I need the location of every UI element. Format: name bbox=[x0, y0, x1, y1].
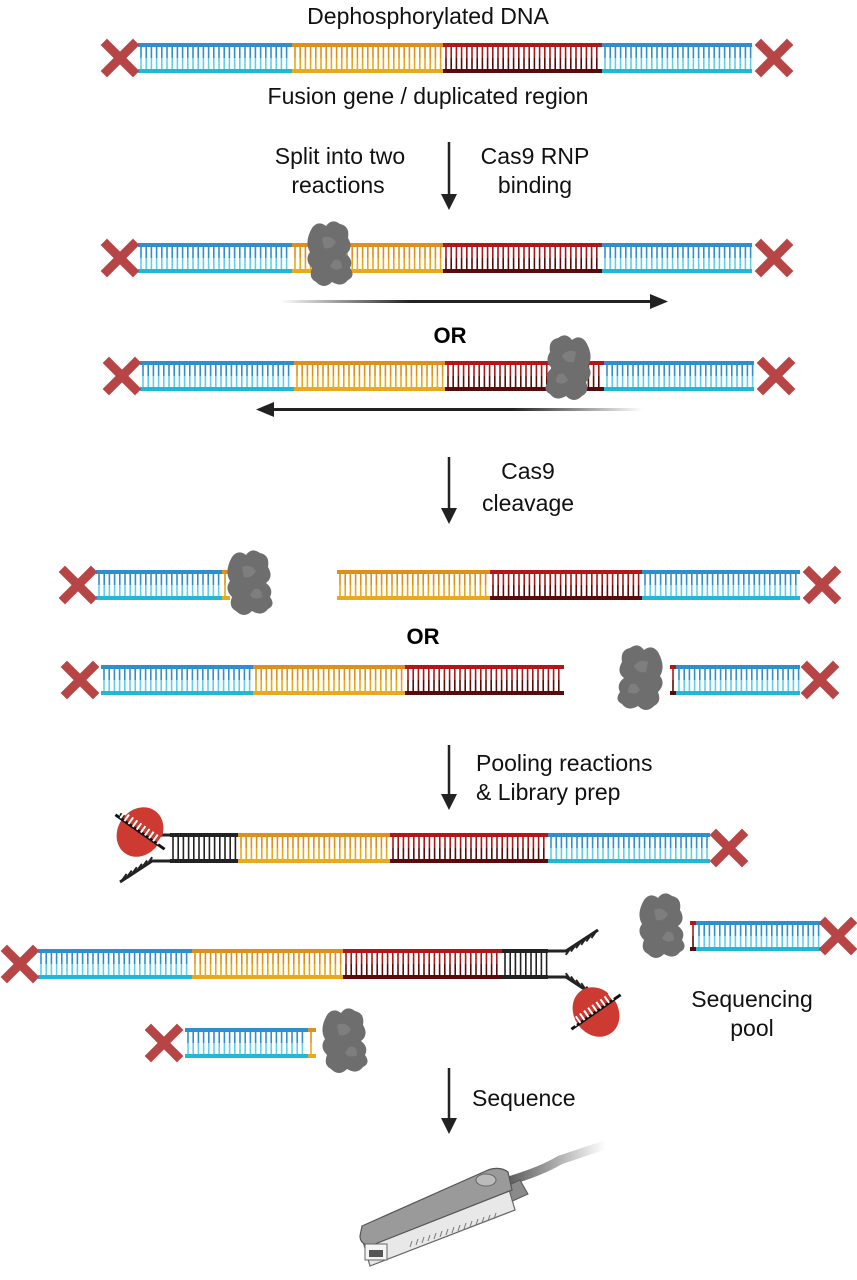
x-cross-icon bbox=[144, 1023, 184, 1063]
step2-line2: cleavage bbox=[482, 490, 574, 516]
dna-segment-red bbox=[390, 833, 548, 863]
step1-left-line1: Split into two bbox=[275, 143, 405, 169]
dna-segment-blue bbox=[548, 833, 710, 863]
motor-protein-icon bbox=[570, 987, 622, 1037]
down-arrow-step3 bbox=[441, 745, 457, 810]
step1-left-line2: reactions bbox=[291, 172, 384, 198]
dna-cleaved-a-left bbox=[96, 570, 230, 600]
x-cross-icon bbox=[709, 828, 749, 868]
dna-segment-orange bbox=[192, 949, 343, 979]
dna-segment-blue bbox=[101, 665, 253, 695]
dna-segment-orange bbox=[292, 43, 443, 73]
dna-segment-black bbox=[170, 833, 238, 863]
direction-arrow-left bbox=[256, 402, 642, 417]
dna-input bbox=[138, 43, 752, 73]
direction-arrow-right bbox=[280, 294, 668, 309]
step3-line1: Pooling reactions bbox=[476, 750, 652, 776]
dna-segment-blue bbox=[696, 921, 822, 951]
dna-segment-blue bbox=[140, 361, 294, 391]
dna-segment-blue bbox=[602, 43, 752, 73]
dna-segment-blue bbox=[138, 243, 292, 273]
dna-segment-red bbox=[445, 361, 604, 391]
motor-protein-icon bbox=[114, 807, 166, 857]
cas9-protein-icon bbox=[639, 893, 685, 958]
step1-right-line2: binding bbox=[498, 172, 572, 198]
step2-line1: Cas9 bbox=[501, 458, 555, 484]
dna-segment-orange bbox=[308, 1028, 316, 1058]
dna-segment-red bbox=[443, 43, 602, 73]
dna-segment-red bbox=[690, 921, 696, 951]
dna-segment-orange bbox=[294, 361, 445, 391]
dna-cleaved-b-left bbox=[101, 665, 564, 695]
dna-pool-fragment-1 bbox=[690, 921, 822, 951]
x-cross-icon bbox=[0, 944, 40, 984]
x-cross-icon bbox=[754, 238, 794, 278]
down-arrow-step2 bbox=[441, 457, 457, 524]
x-cross-icon bbox=[100, 238, 140, 278]
x-cross-icon bbox=[818, 916, 857, 956]
dna-segment-red bbox=[670, 665, 676, 695]
dna-pool-fragment-2 bbox=[185, 1028, 316, 1058]
icon-layer bbox=[0, 38, 857, 1073]
dna-cleaved-a-right bbox=[337, 570, 800, 600]
dna-segment-blue bbox=[676, 665, 800, 695]
dna-segment-orange bbox=[337, 570, 490, 600]
dna-segment-red bbox=[490, 570, 642, 600]
dna-segment-blue bbox=[138, 43, 292, 73]
x-cross-icon bbox=[100, 38, 140, 78]
subtitle-fusion-gene: Fusion gene / duplicated region bbox=[268, 83, 589, 109]
dna-reaction-b bbox=[140, 361, 754, 391]
sequencing-pool-line2: pool bbox=[730, 1015, 773, 1041]
sequencing-pool-line1: Sequencing bbox=[691, 986, 813, 1012]
or-label-2: OR bbox=[407, 624, 440, 649]
dna-segment-blue bbox=[642, 570, 800, 600]
title-dephosphorylated-dna: Dephosphorylated DNA bbox=[307, 3, 549, 29]
dna-segment-blue bbox=[602, 243, 752, 273]
cas9-protein-icon bbox=[227, 550, 273, 615]
x-cross-icon bbox=[754, 38, 794, 78]
down-arrow-step1 bbox=[441, 142, 457, 210]
dna-segment-red bbox=[405, 665, 564, 695]
or-label-1: OR bbox=[434, 323, 467, 348]
dna-cleaved-b-right bbox=[670, 665, 800, 695]
x-cross-icon bbox=[58, 565, 98, 605]
dna-reaction-a bbox=[138, 243, 752, 273]
dna-segment-black bbox=[502, 949, 548, 979]
x-cross-icon bbox=[102, 356, 142, 396]
x-cross-icon bbox=[756, 356, 796, 396]
dna-segment-red bbox=[343, 949, 502, 979]
step3-line2: & Library prep bbox=[476, 779, 620, 805]
down-arrow-step4 bbox=[441, 1068, 457, 1134]
dna-library-b bbox=[38, 949, 548, 979]
dna-segment-orange bbox=[222, 570, 230, 600]
dna-segment-orange bbox=[238, 833, 390, 863]
cas9-protein-icon bbox=[322, 1008, 368, 1073]
x-cross-icon bbox=[802, 565, 842, 605]
dna-library-a bbox=[170, 833, 710, 863]
dna-segment-blue bbox=[38, 949, 192, 979]
cas9-protein-icon bbox=[545, 335, 591, 400]
dna-segment-blue bbox=[185, 1028, 308, 1058]
nanopore-sequencer-icon bbox=[359, 1140, 610, 1267]
step1-right-line1: Cas9 RNP bbox=[481, 143, 590, 169]
step4-label: Sequence bbox=[472, 1085, 576, 1111]
x-cross-icon bbox=[800, 660, 840, 700]
dna-segment-blue bbox=[604, 361, 754, 391]
cas9-protein-icon bbox=[617, 645, 663, 710]
dna-segment-red bbox=[443, 243, 602, 273]
dna-segment-blue bbox=[96, 570, 222, 600]
dna-layer bbox=[38, 43, 822, 1058]
cas9-protein-icon bbox=[307, 221, 353, 286]
dna-segment-orange bbox=[253, 665, 405, 695]
x-cross-icon bbox=[60, 660, 100, 700]
